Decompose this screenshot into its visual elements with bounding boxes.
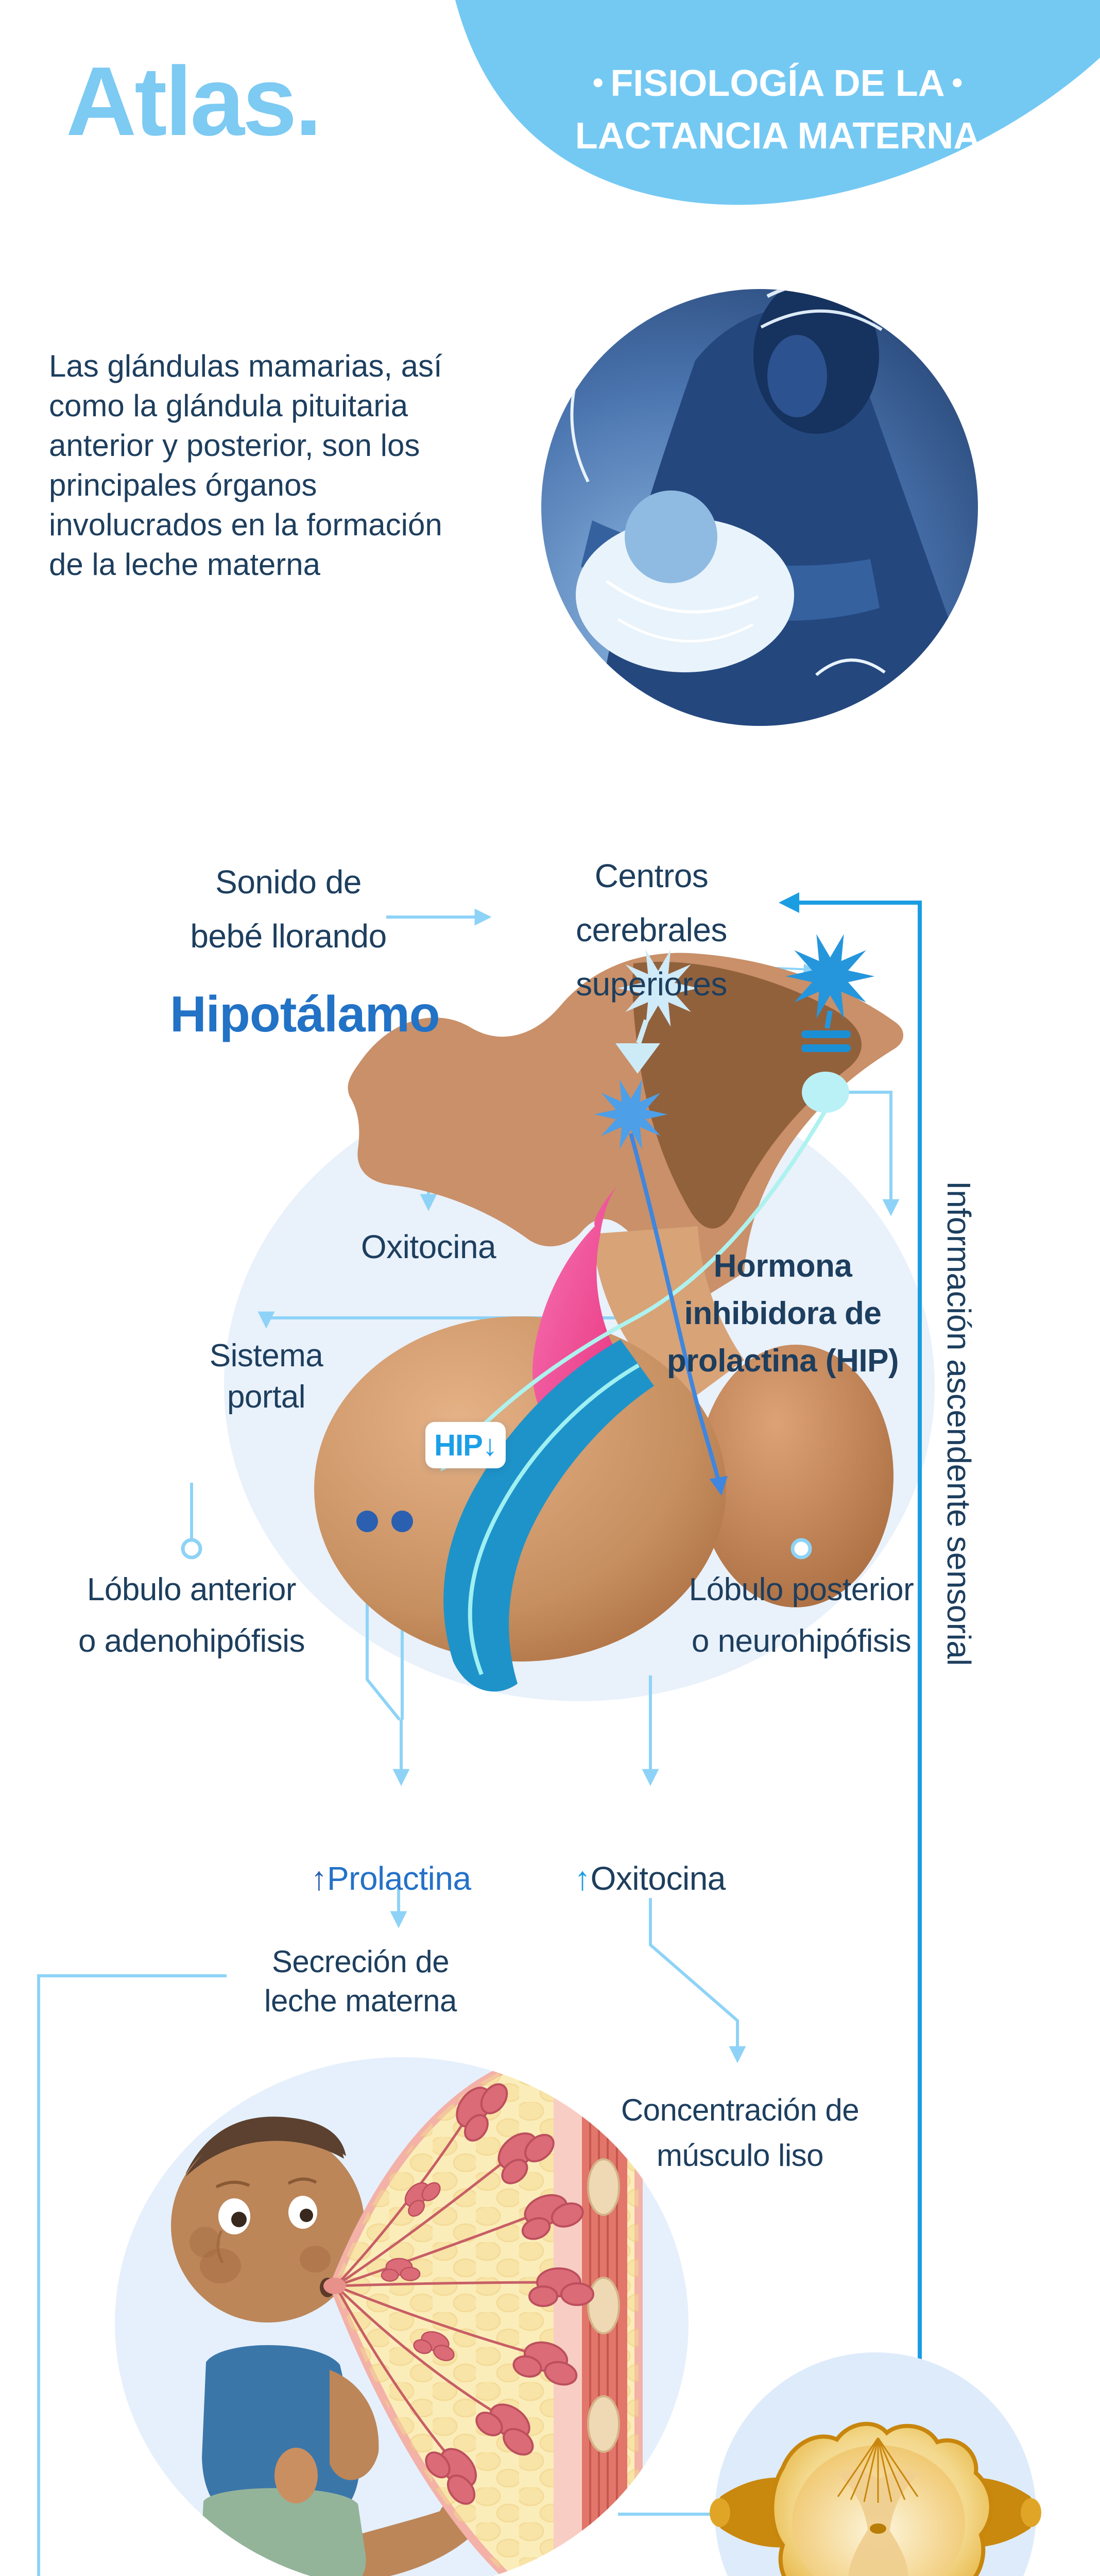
left-rail	[37, 1974, 227, 2576]
neuron-dark	[785, 934, 875, 1019]
label-informacion-sensorial: Información ascendente sensorial	[940, 1181, 977, 1666]
label-hormona-hip: Hormona inhibidora de prolactina (HIP)	[666, 1248, 899, 1379]
banner-line-2: LACTANCIA MATERNA	[575, 115, 981, 157]
leader-oxitocina	[420, 1115, 631, 1211]
intro-line: involucrados en la formación	[49, 507, 442, 542]
label-oxitocina-superior: Oxitocina	[360, 1228, 496, 1265]
baby-breast-illustration	[115, 2057, 689, 2576]
label-centros-cerebrales: Centros cerebrales superiores	[576, 857, 727, 1003]
intro-paragraph: Las glándulas mamarias, así como la glán…	[49, 346, 442, 584]
label-sistema-portal: Sistema portal	[209, 1338, 323, 1415]
banner-line-1: ●FISIOLOGÍA DE LA●	[566, 56, 989, 110]
leader-sistema-portal	[257, 1311, 618, 1329]
ascending-sensory-line	[779, 892, 922, 2472]
atlas-logo: Atlas.	[66, 47, 322, 156]
label-sonido-bebe: Sonido de bebé llorando	[190, 863, 387, 955]
intro-line: anterior y posterior, son los	[49, 428, 420, 463]
up-arrow-icon: ↑	[311, 1860, 327, 1897]
oxitocina-text: Oxitocina	[590, 1860, 726, 1897]
connector-lines	[37, 908, 900, 2576]
title-banner: ●FISIOLOGÍA DE LA● LACTANCIA MATERNA	[566, 56, 989, 162]
label-lobulo-anterior: Lóbulo anterior o adenohipófisis	[78, 1572, 305, 1659]
intro-line: de la leche materna	[49, 547, 320, 582]
concentracion-feeder	[649, 1898, 746, 2063]
leader-circle-posterior	[790, 1538, 812, 1560]
mother-photo	[541, 289, 978, 726]
leader-hormona	[830, 1091, 900, 1216]
label-lobulo-posterior: Lóbulo posterior o neurohipófisis	[689, 1572, 914, 1659]
intro-line: como la glándula pituitaria	[49, 388, 408, 423]
label-secrecion-leche: Secreción de leche materna	[264, 1944, 457, 2018]
prolactina-line-a	[366, 1531, 401, 1721]
bullet-icon: ●	[951, 71, 964, 93]
neuron-mid	[594, 1079, 668, 1149]
up-arrow-icon: ↑	[574, 1860, 591, 1897]
label-concentracion-musculo: Concentración de músculo liso	[621, 2093, 860, 2173]
bullet-icon: ●	[592, 71, 605, 93]
spinal-cord-illustration	[710, 2352, 1041, 2576]
label-oxitocina-inferior: ↑Oxitocina	[547, 1817, 753, 1899]
leader-circle-anterior	[181, 1538, 202, 1560]
secretory-cell-dot	[391, 1511, 413, 1532]
intro-line: Las glándulas mamarias, así	[49, 349, 442, 383]
intro-line: principales órganos	[49, 468, 317, 502]
hip-badge: HIP↓	[425, 1422, 506, 1468]
label-prolactina: ↑Prolactina	[288, 1817, 494, 1899]
label-hipotalamo: Hipotálamo	[170, 986, 440, 1042]
secretory-cell-dot	[356, 1511, 378, 1532]
prolactina-text: Prolactina	[326, 1860, 471, 1897]
